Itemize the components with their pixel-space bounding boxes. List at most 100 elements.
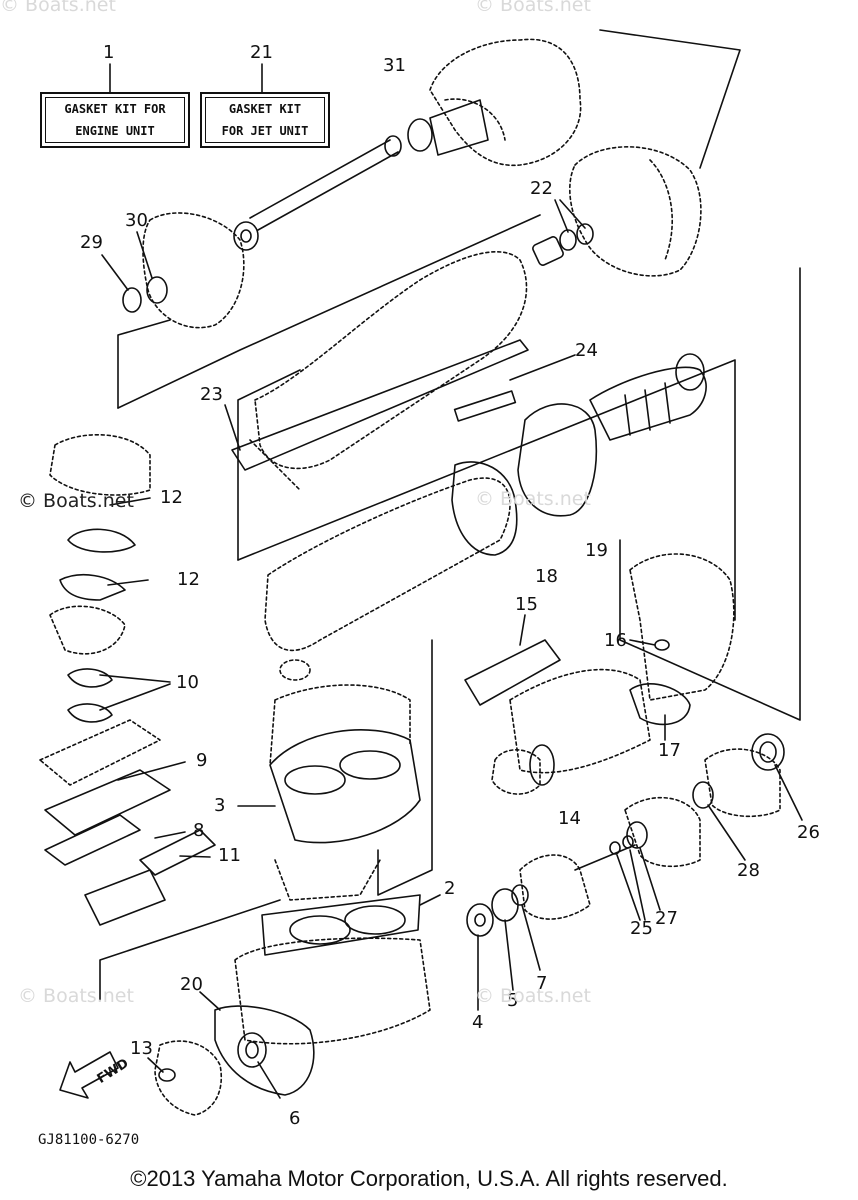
callout-27: 27: [655, 908, 678, 929]
gasket-19: [517, 403, 598, 517]
leader-9: [117, 761, 186, 781]
callout-30: 30: [125, 210, 148, 231]
bearing-22: [532, 223, 594, 266]
leader-10b: [99, 683, 171, 711]
leader-22b: [559, 199, 586, 229]
callout-23: 23: [200, 384, 223, 405]
callout-14: 14: [558, 808, 581, 829]
leader-26: [774, 764, 803, 821]
callout-6: 6: [289, 1108, 301, 1129]
kit-label-jet-line1: GASKET KIT: [228, 102, 302, 116]
leader-7: [521, 904, 541, 971]
callout-7: 7: [536, 973, 548, 994]
watermark-top-left: © Boats.net: [0, 0, 116, 16]
callout-15: 15: [515, 594, 538, 615]
callout-4: 4: [472, 1012, 484, 1033]
leader-20: [199, 991, 221, 1011]
exhaust-group-outline-2: [237, 359, 736, 621]
leader-25a: [616, 854, 641, 921]
flame-arrester-housing: [629, 553, 735, 701]
callout-18: 18: [535, 566, 558, 587]
jet-group-outline-2: [117, 214, 541, 409]
leader-5: [504, 919, 514, 991]
callout-5: 5: [507, 990, 519, 1011]
callout-26: 26: [797, 822, 820, 843]
leader-11: [179, 855, 211, 858]
left-stack: [39, 433, 216, 926]
callout-2: 2: [444, 878, 456, 899]
kit-label-jet: GASKET KIT FOR JET UNIT: [200, 92, 330, 148]
callout-8: 8: [193, 820, 205, 841]
leader-30: [136, 231, 153, 279]
ring-31: [407, 118, 433, 152]
fwd-arrow: [59, 1051, 119, 1099]
bearing-housing: [624, 733, 785, 868]
leader-27: [639, 847, 661, 911]
gasket-24: [453, 390, 517, 422]
engine-group-outline: [99, 899, 281, 1001]
callout-22: 22: [530, 178, 553, 199]
copyright-notice: ©2013 Yamaha Motor Corporation, U.S.A. A…: [130, 1166, 728, 1191]
jet-group-outline-3: [599, 29, 741, 169]
kit-label-engine: GASKET KIT FOR ENGINE UNIT: [40, 92, 190, 148]
callout-31: 31: [383, 55, 406, 76]
crankcase: [234, 894, 431, 1045]
watermark-top-right: © Boats.net: [475, 0, 591, 16]
callout-17: 17: [658, 740, 681, 761]
intake-body: [231, 251, 529, 491]
pump-housing-left: [142, 212, 245, 329]
callout-1: 1: [103, 42, 115, 63]
gasket-17: [629, 683, 691, 726]
callout-21: 21: [250, 42, 273, 63]
callout-28: 28: [737, 860, 760, 881]
magneto-cover: [154, 1005, 315, 1116]
leader-22a: [554, 199, 569, 233]
intake-housing: [429, 38, 582, 167]
leader-8: [154, 831, 186, 839]
leader-29: [101, 254, 129, 291]
leader-25b: [629, 849, 646, 921]
callout-19: 19: [585, 540, 608, 561]
callout-13: 13: [130, 1038, 153, 1059]
callout-9: 9: [196, 750, 208, 771]
leader-12b: [107, 579, 149, 586]
watermark-bottom-mid: © Boats.net: [475, 985, 591, 1007]
drive-shaft: [233, 135, 402, 251]
leader-15: [519, 614, 526, 646]
kit-label-engine-line1: GASKET KIT FOR: [64, 102, 166, 116]
cylinder: [269, 684, 421, 901]
callout-24: 24: [575, 340, 598, 361]
leader-24: [509, 354, 576, 381]
output-shaft-parts: [466, 835, 636, 937]
watermark-bottom-left: © Boats.net: [18, 985, 134, 1007]
leader-10a: [99, 674, 171, 683]
catalog-code: GJ81100-6270: [38, 1132, 140, 1148]
watermark-mid: © Boats.net: [475, 488, 591, 510]
bearing-30: [146, 276, 168, 304]
leader-2: [419, 894, 441, 906]
leader-28: [707, 804, 746, 861]
impeller-tube: [429, 99, 489, 156]
callout-29: 29: [80, 232, 103, 253]
callout-16: 16: [604, 630, 627, 651]
callout-3: 3: [214, 795, 226, 816]
leader-16: [629, 639, 656, 646]
gasket-15: [464, 639, 561, 706]
callout-10: 10: [176, 672, 199, 693]
kit-label-engine-line2: ENGINE UNIT: [75, 124, 155, 138]
watermark-left-strong: © Boats.net: [18, 490, 134, 512]
kit-label-jet-line2: FOR JET UNIT: [221, 124, 309, 138]
oil-seal-29: [122, 287, 142, 313]
jet-pump-housing: [569, 146, 702, 277]
callout-12b: 12: [177, 569, 200, 590]
crankshaft: [589, 353, 707, 441]
exhaust-group-outline: [237, 369, 301, 561]
leader-12a: [109, 497, 151, 506]
jet-group-outline: [117, 319, 171, 409]
gasket-18: [451, 461, 518, 556]
callout-12a: 12: [160, 487, 183, 508]
callout-25: 25: [630, 918, 653, 939]
o-ring-16: [654, 639, 670, 651]
part-14: [491, 744, 555, 795]
